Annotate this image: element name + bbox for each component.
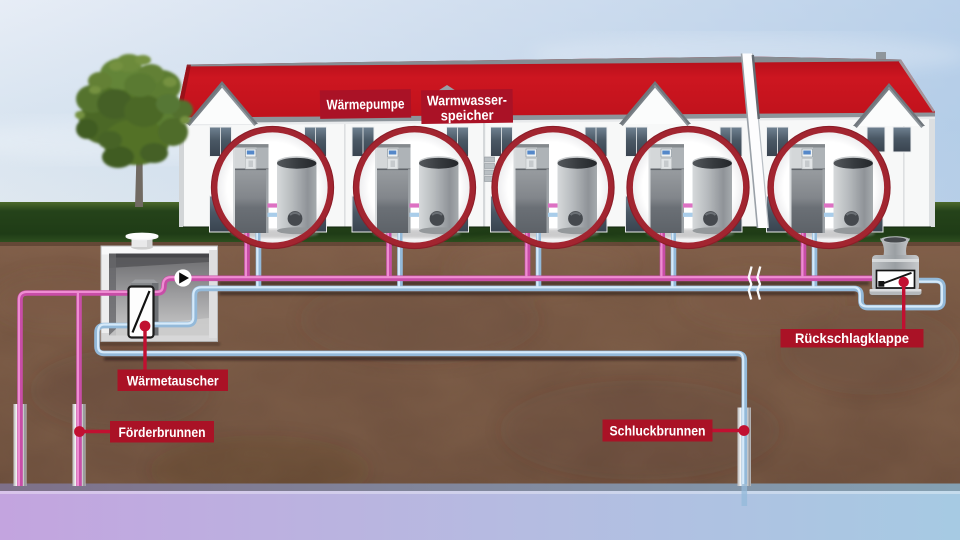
svg-text:Förderbrunnen: Förderbrunnen bbox=[119, 424, 206, 440]
svg-text:Warmwasser-: Warmwasser- bbox=[427, 91, 508, 108]
svg-text:Wärmepumpe: Wärmepumpe bbox=[326, 95, 404, 112]
svg-text:Wärmetauscher: Wärmetauscher bbox=[127, 372, 219, 388]
svg-text:speicher: speicher bbox=[441, 107, 495, 124]
svg-text:Rückschlagklappe: Rückschlagklappe bbox=[795, 330, 909, 346]
svg-text:Schluckbrunnen: Schluckbrunnen bbox=[610, 423, 706, 439]
